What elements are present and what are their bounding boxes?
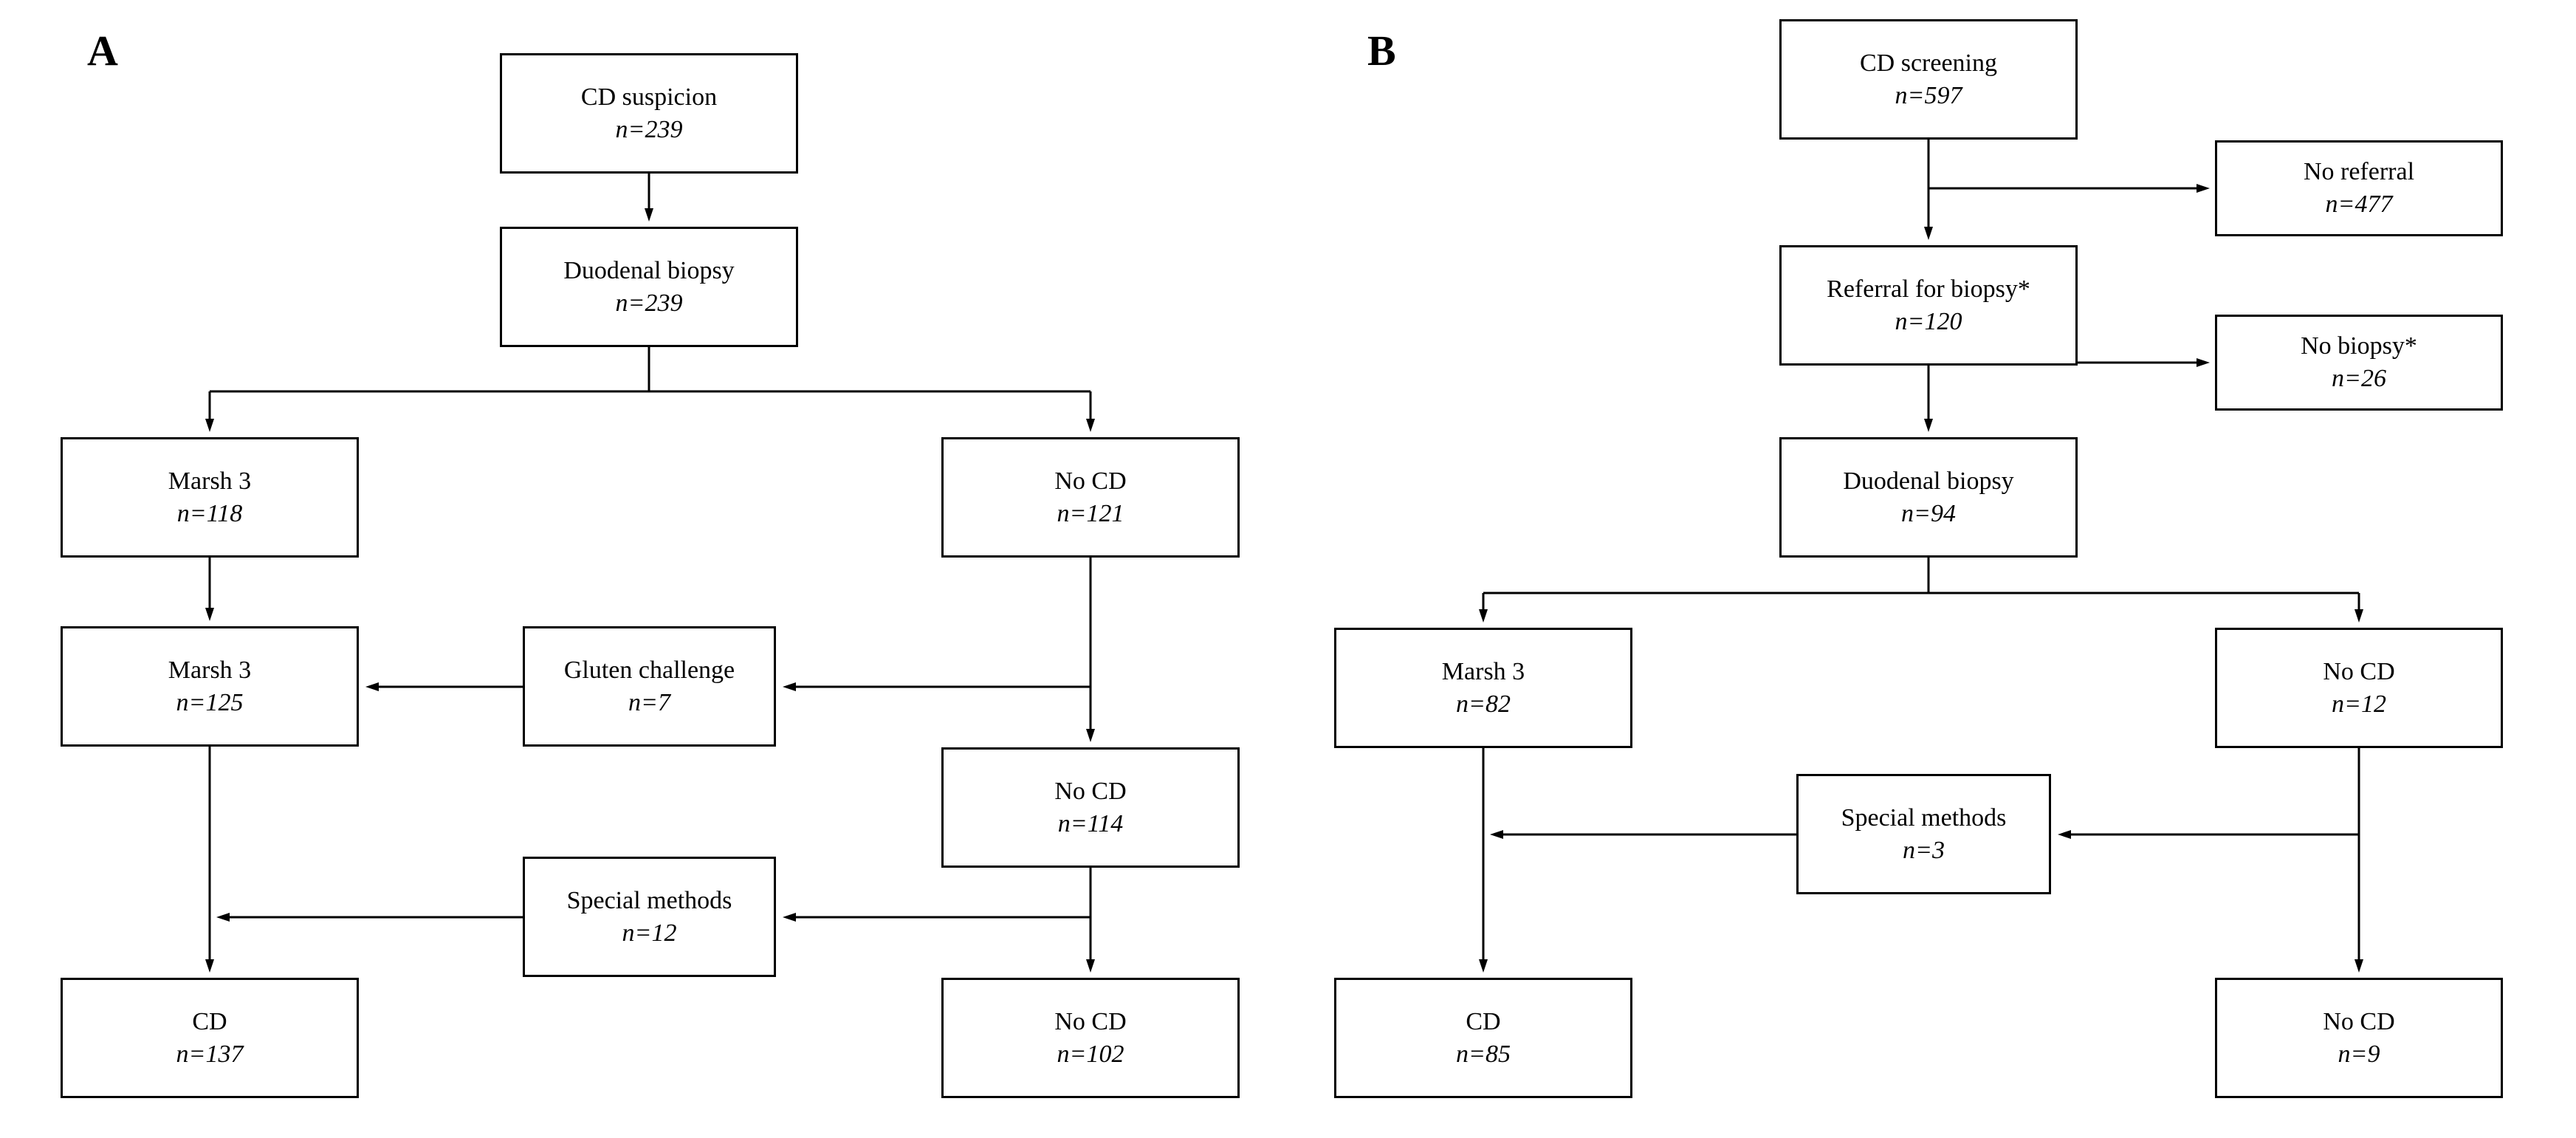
node-cd-screening: CD screening n=597: [1779, 19, 2078, 140]
node-no-cd-114: No CD n=114: [941, 747, 1240, 868]
node-label: No CD: [1054, 777, 1127, 805]
node-count: n=82: [1456, 690, 1511, 718]
node-referral-for-biopsy-120: Referral for biopsy* n=120: [1779, 245, 2078, 366]
node-count: n=137: [176, 1040, 244, 1068]
node-no-cd-121: No CD n=121: [941, 437, 1240, 558]
node-label: CD: [1466, 1007, 1501, 1035]
node-label: No CD: [2323, 657, 2395, 685]
node-count: n=12: [622, 919, 677, 947]
node-label: Referral for biopsy*: [1827, 275, 2030, 303]
node-cd-suspicion: CD suspicion n=239: [500, 53, 798, 174]
node-count: n=26: [2332, 365, 2386, 392]
node-count: n=125: [176, 688, 244, 716]
node-count: n=239: [615, 289, 683, 317]
node-duodenal-biopsy-a: Duodenal biopsy n=239: [500, 227, 798, 347]
node-label: Gluten challenge: [563, 656, 735, 684]
panel-label-b: B: [1367, 27, 1396, 75]
node-label: No referral: [2303, 158, 2415, 186]
node-count: n=12: [2332, 690, 2386, 718]
node-count: n=477: [2325, 191, 2393, 218]
node-count: n=120: [1895, 307, 1962, 335]
node-label: Duodenal biopsy: [1843, 467, 2014, 495]
node-label: Duodenal biopsy: [563, 256, 735, 284]
node-label: CD screening: [1859, 49, 1997, 77]
panel-label-a: A: [87, 27, 118, 75]
node-count: n=85: [1456, 1040, 1511, 1068]
node-label: CD: [192, 1007, 227, 1035]
node-label: No biopsy*: [2301, 332, 2417, 360]
node-gluten-challenge: Gluten challenge n=7: [523, 626, 776, 747]
node-special-methods-12: Special methods n=12: [523, 857, 776, 977]
node-duodenal-biopsy-94: Duodenal biopsy n=94: [1779, 437, 2078, 558]
node-count: n=114: [1057, 809, 1124, 837]
node-count: n=9: [2338, 1040, 2380, 1068]
node-count: n=102: [1057, 1040, 1124, 1068]
node-no-cd-102: No CD n=102: [941, 978, 1240, 1098]
node-count: n=7: [628, 688, 670, 716]
node-count: n=94: [1901, 499, 1956, 527]
node-no-cd-9: No CD n=9: [2215, 978, 2503, 1098]
node-count: n=121: [1057, 499, 1124, 527]
node-label: Marsh 3: [168, 656, 252, 684]
node-cd-137: CD n=137: [61, 978, 359, 1098]
node-label: Marsh 3: [168, 467, 252, 495]
node-count: n=118: [176, 499, 243, 527]
node-marsh3-125: Marsh 3 n=125: [61, 626, 359, 747]
node-no-biopsy-26: No biopsy* n=26: [2215, 315, 2503, 411]
node-count: n=3: [1903, 836, 1945, 864]
node-marsh3-82: Marsh 3 n=82: [1334, 628, 1632, 748]
node-label: No CD: [2323, 1007, 2395, 1035]
node-count: n=239: [615, 115, 683, 143]
node-label: Special methods: [566, 886, 732, 914]
node-marsh3-118: Marsh 3 n=118: [61, 437, 359, 558]
node-label: No CD: [1054, 1007, 1127, 1035]
node-label: CD suspicion: [580, 83, 718, 111]
node-label: No CD: [1054, 467, 1127, 495]
node-count: n=597: [1895, 81, 1962, 109]
node-label: Special methods: [1841, 803, 2007, 832]
node-cd-85: CD n=85: [1334, 978, 1632, 1098]
node-no-cd-12: No CD n=12: [2215, 628, 2503, 748]
node-no-referral-477: No referral n=477: [2215, 140, 2503, 236]
node-label: Marsh 3: [1441, 657, 1525, 685]
node-special-methods-3: Special methods n=3: [1796, 774, 2051, 894]
